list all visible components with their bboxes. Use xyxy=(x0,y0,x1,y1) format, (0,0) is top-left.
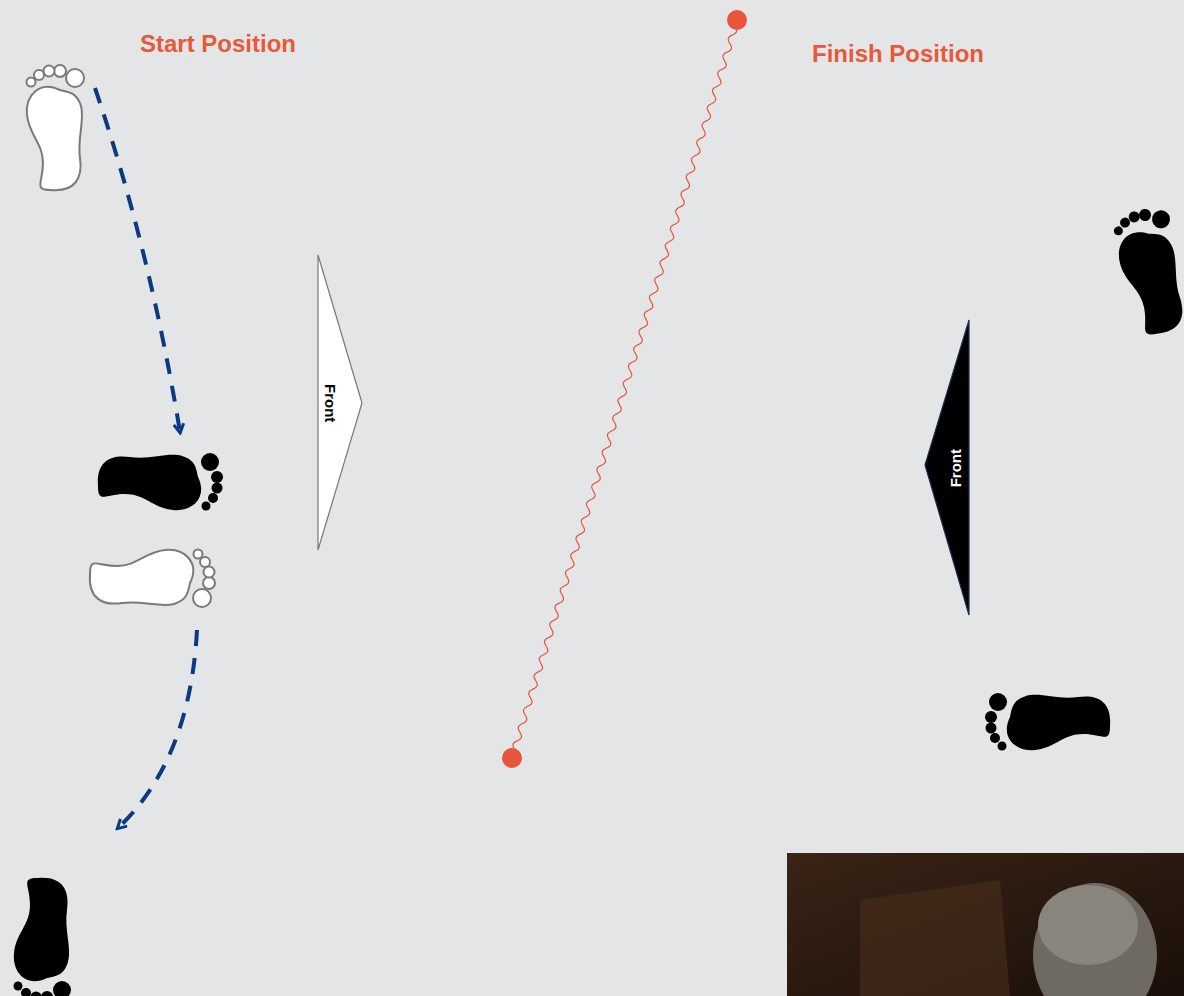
footprint-black xyxy=(985,693,1110,751)
footprint-black xyxy=(14,878,72,996)
step-arrow xyxy=(95,88,180,432)
step-arrow xyxy=(118,630,197,828)
line-end-dot xyxy=(727,10,747,30)
position-heading: Start Position xyxy=(140,30,296,58)
footprint-black xyxy=(1111,205,1184,338)
footprint-white xyxy=(27,65,85,190)
arrow-shape xyxy=(925,320,969,615)
line-end-dot xyxy=(502,748,522,768)
photo-thumbnail xyxy=(787,853,1184,996)
direction-arrow: Front xyxy=(316,253,364,553)
center-line xyxy=(512,19,737,758)
arrow-shape xyxy=(318,255,362,550)
direction-label: Front xyxy=(322,384,339,422)
wavy-line xyxy=(512,19,737,758)
position-heading: Finish Position xyxy=(812,40,984,68)
direction-arrow: Front xyxy=(923,318,971,618)
footprint-black xyxy=(98,453,223,511)
direction-label: Front xyxy=(947,449,964,487)
footprint-white xyxy=(90,550,215,608)
